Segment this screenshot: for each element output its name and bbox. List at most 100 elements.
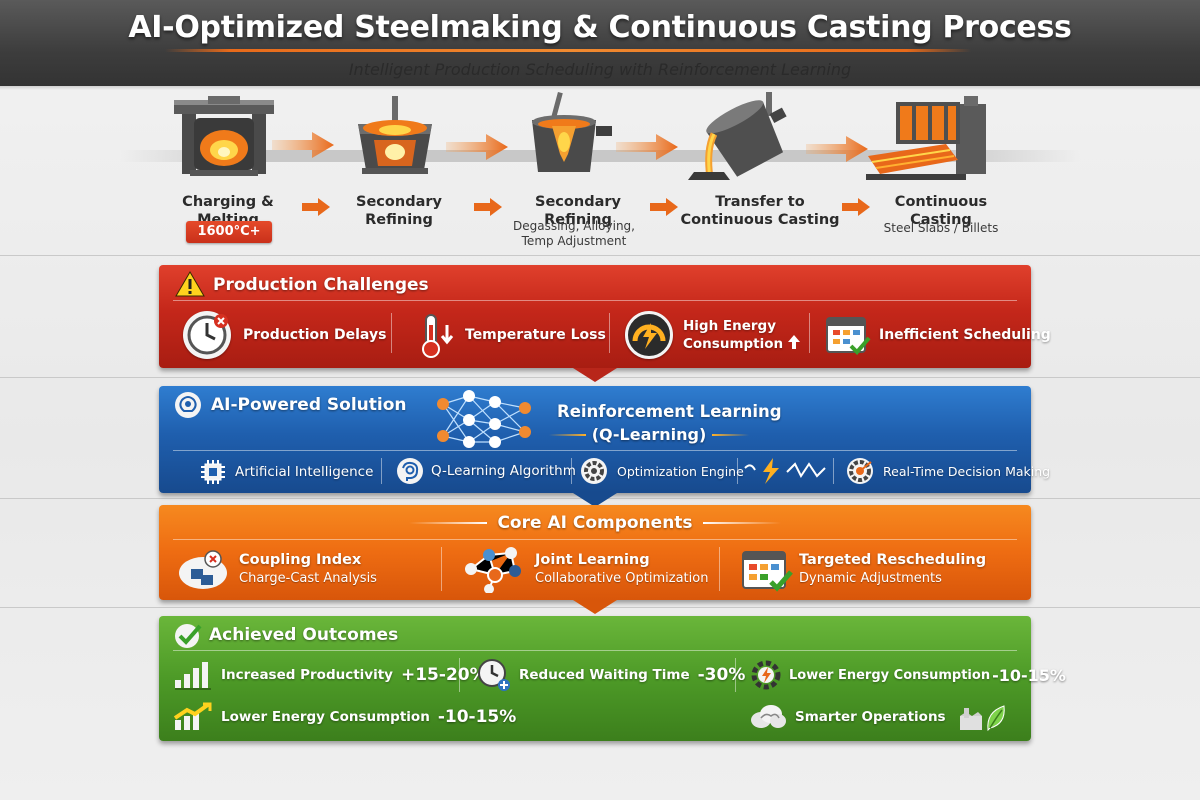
component-1-text: Coupling Index Charge-Cast Analysis xyxy=(239,552,377,586)
outcome-increased-productivity: Increased Productivity +15-20% xyxy=(173,658,487,692)
clock-delay-icon xyxy=(183,311,231,359)
component-separator-2 xyxy=(719,547,720,591)
energy-gear-icon xyxy=(751,660,781,690)
outcome-value-2: -30% xyxy=(697,665,746,685)
trend-up-chart-icon xyxy=(173,702,212,730)
page-title: AI-Optimized Steelmaking & Continuous Ca… xyxy=(128,10,1072,45)
connector-arrow-1 xyxy=(573,368,617,382)
panel-rule-challenges xyxy=(173,300,1017,301)
check-circle-icon xyxy=(175,624,202,648)
stage-secondary-refining-2 xyxy=(524,92,616,178)
page-subtitle: Intelligent Production Scheduling with R… xyxy=(348,60,852,79)
solution-optimization-engine: Optimization Engine xyxy=(579,454,744,488)
panel-achieved-outcomes: Achieved Outcomes Increased Productivity… xyxy=(159,616,1066,741)
outcome-label-4: Lower Energy Consumption xyxy=(221,709,430,725)
pouring-ladle-icon xyxy=(688,92,787,180)
calendar-check-icon xyxy=(826,317,871,355)
components-rule-right xyxy=(702,522,781,524)
rl-subtitle-row: (Q-Learning) xyxy=(549,425,749,444)
component-joint-learning: Joint Learning Collaborative Optimizatio… xyxy=(459,545,708,593)
warning-icon xyxy=(175,271,205,297)
challenge-separator-1 xyxy=(391,313,392,353)
label-arrow-3 xyxy=(650,198,678,221)
outcome-lower-energy-1: Lower Energy Consumption -10-15% xyxy=(749,658,1066,692)
refining-ladle-icon xyxy=(532,92,612,172)
component-targeted-rescheduling: Targeted Rescheduling Dynamic Adjustment… xyxy=(739,545,986,593)
neural-network-icon xyxy=(437,390,531,448)
solution-real-time-decision: Real-Time Decision Making xyxy=(845,454,1050,488)
challenge-label-3: High Energy Consumption xyxy=(683,318,784,352)
network-nodes-icon xyxy=(465,547,521,593)
outcome-label-2: Reduced Waiting Time xyxy=(519,667,690,683)
arrow-up-icon xyxy=(787,335,800,349)
gear-engine-icon xyxy=(581,458,607,484)
header-shadow xyxy=(0,86,1200,90)
panel-core-components: Core AI Components Coupling Index Charge… xyxy=(159,505,1031,600)
label-arrow-4 xyxy=(842,198,870,221)
component-sub-2: Collaborative Optimization xyxy=(535,571,709,586)
component-label-1: Coupling Index xyxy=(239,552,362,568)
stage-note-3: Degassing, Alloying, Temp Adjustment xyxy=(513,219,635,248)
flow-arrow-3 xyxy=(616,132,678,167)
thermometer-down-icon xyxy=(422,314,454,358)
solution-label-4: Real-Time Decision Making xyxy=(883,463,1051,479)
calendar-check-icon xyxy=(742,551,793,592)
temperature-badge: 1600°C+ xyxy=(186,221,272,243)
challenge-label-2: Temperature Loss xyxy=(465,327,606,343)
stage-label-4: Transfer to Continuous Casting xyxy=(680,194,840,228)
component-coupling-index: Coupling Index Charge-Cast Analysis xyxy=(177,545,377,593)
energy-gauge-icon xyxy=(625,311,673,359)
chip-icon xyxy=(201,460,225,484)
challenge-separator-2 xyxy=(609,313,610,353)
outcome-separator-2 xyxy=(735,658,736,692)
stage-charging-melting xyxy=(172,96,276,178)
label-arrow-2 xyxy=(474,198,502,221)
panel-ai-solution: AI-Powered Solution Reinforcement Learni… xyxy=(159,386,1050,493)
stage-transfer-casting xyxy=(684,92,804,184)
stage-label-3: Secondary Refining xyxy=(535,194,621,228)
outcome-label-1: Increased Productivity xyxy=(221,667,393,683)
casting-machine-icon xyxy=(866,96,986,180)
title-underline xyxy=(165,49,971,52)
stage-label-5: Continuous Casting xyxy=(894,194,988,228)
high-energy-text: High Energy Consumption xyxy=(683,317,803,353)
solution-separator-2 xyxy=(571,458,572,484)
brain-gear-icon xyxy=(397,458,423,484)
eco-factory-leaf-icon xyxy=(959,705,1005,732)
outcome-label-3: Lower Energy Consumption xyxy=(789,667,991,683)
bar-chart-up-icon xyxy=(175,662,211,690)
lightning-wave-icon xyxy=(744,458,826,484)
panel-title-components: Core AI Components xyxy=(497,513,693,533)
panel-rule-components xyxy=(173,539,1017,540)
panel-rule-solution xyxy=(173,450,1017,451)
panel-title-outcomes: Achieved Outcomes xyxy=(209,625,399,645)
flow-arrow-4 xyxy=(806,134,868,169)
challenge-label-4: Inefficient Scheduling xyxy=(879,327,1051,343)
outcome-value-3: -10-15% xyxy=(992,665,1066,685)
brain-chip-icon xyxy=(175,392,201,418)
outcome-value-1: +15-20% xyxy=(400,665,487,685)
outcome-lower-energy-2: Lower Energy Consumption -10-15% xyxy=(173,700,516,734)
rl-title: Reinforcement Learning xyxy=(557,402,782,421)
brain-cloud-icon xyxy=(751,705,786,728)
solution-separator-1 xyxy=(381,458,382,484)
component-separator-1 xyxy=(441,547,442,591)
component-label-2: Joint Learning xyxy=(535,552,650,568)
solution-separator-3 xyxy=(737,458,738,484)
panel-title-solution: AI-Powered Solution xyxy=(211,395,407,415)
component-sub-3: Dynamic Adjustments xyxy=(799,571,942,586)
component-3-text: Targeted Rescheduling Dynamic Adjustment… xyxy=(799,552,986,586)
challenge-high-energy: High Energy Consumption xyxy=(625,309,803,361)
component-label-3: Targeted Rescheduling xyxy=(799,552,987,568)
panel-production-challenges: Production Challenges Production Delays … xyxy=(159,265,1051,368)
connector-arrow-3 xyxy=(573,600,617,614)
flow-arrow-1 xyxy=(272,130,334,165)
ladle-furnace-icon xyxy=(358,96,432,174)
challenge-production-delays: Production Delays xyxy=(183,309,386,361)
outcome-reduced-waiting: Reduced Waiting Time -30% xyxy=(477,658,745,692)
outcome-smarter-operations: Smarter Operations xyxy=(749,700,1008,734)
components-rule-left xyxy=(409,522,488,524)
outcome-value-4: -10-15% xyxy=(437,707,517,727)
target-gear-icon xyxy=(847,458,873,484)
solution-artificial-intelligence: Artificial Intelligence xyxy=(199,456,373,488)
